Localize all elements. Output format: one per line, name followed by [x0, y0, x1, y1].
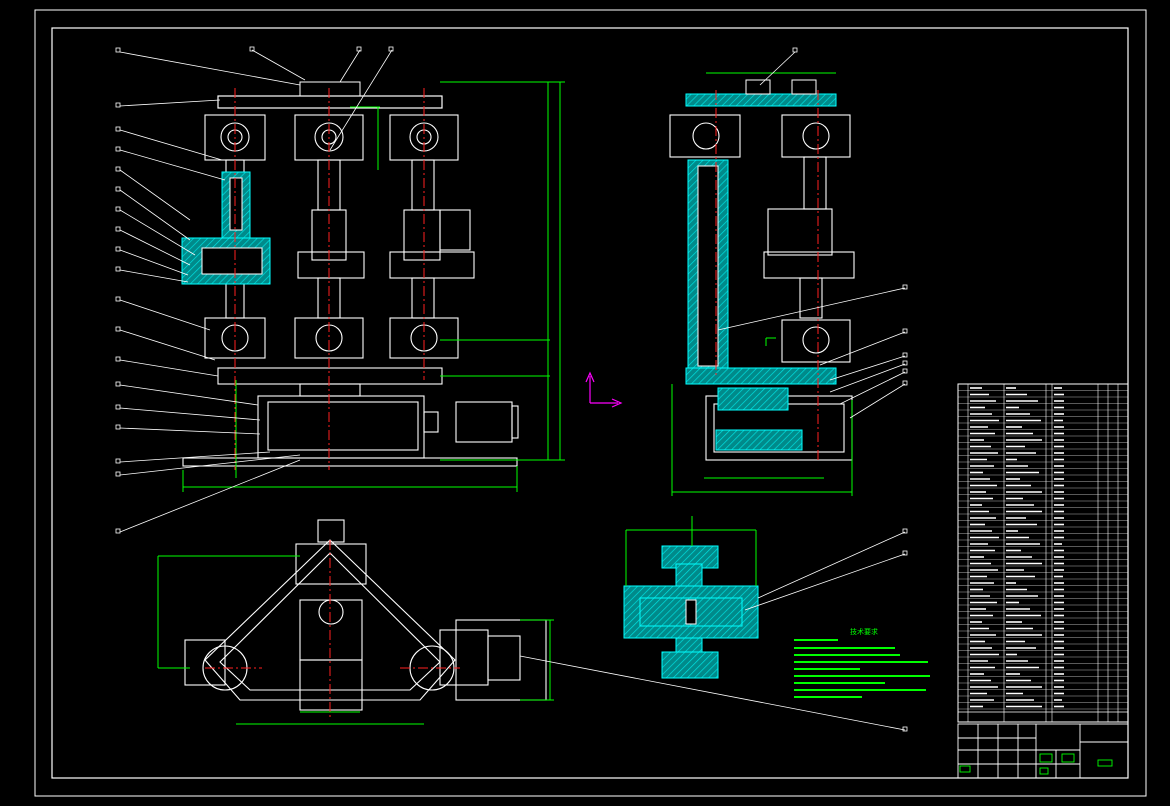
side-elevation-view [669, 47, 908, 496]
cross-section-detail [623, 516, 908, 679]
outer-sheet-border [34, 9, 1147, 797]
front-elevation-view [115, 46, 565, 534]
technical-notes: 技术要求 [794, 627, 930, 698]
plan-view [157, 519, 908, 732]
technical-notes-title: 技术要求 [850, 627, 878, 636]
ucs-axis-icon [585, 371, 623, 408]
parts-list-table [957, 383, 1129, 723]
title-block [957, 723, 1129, 779]
